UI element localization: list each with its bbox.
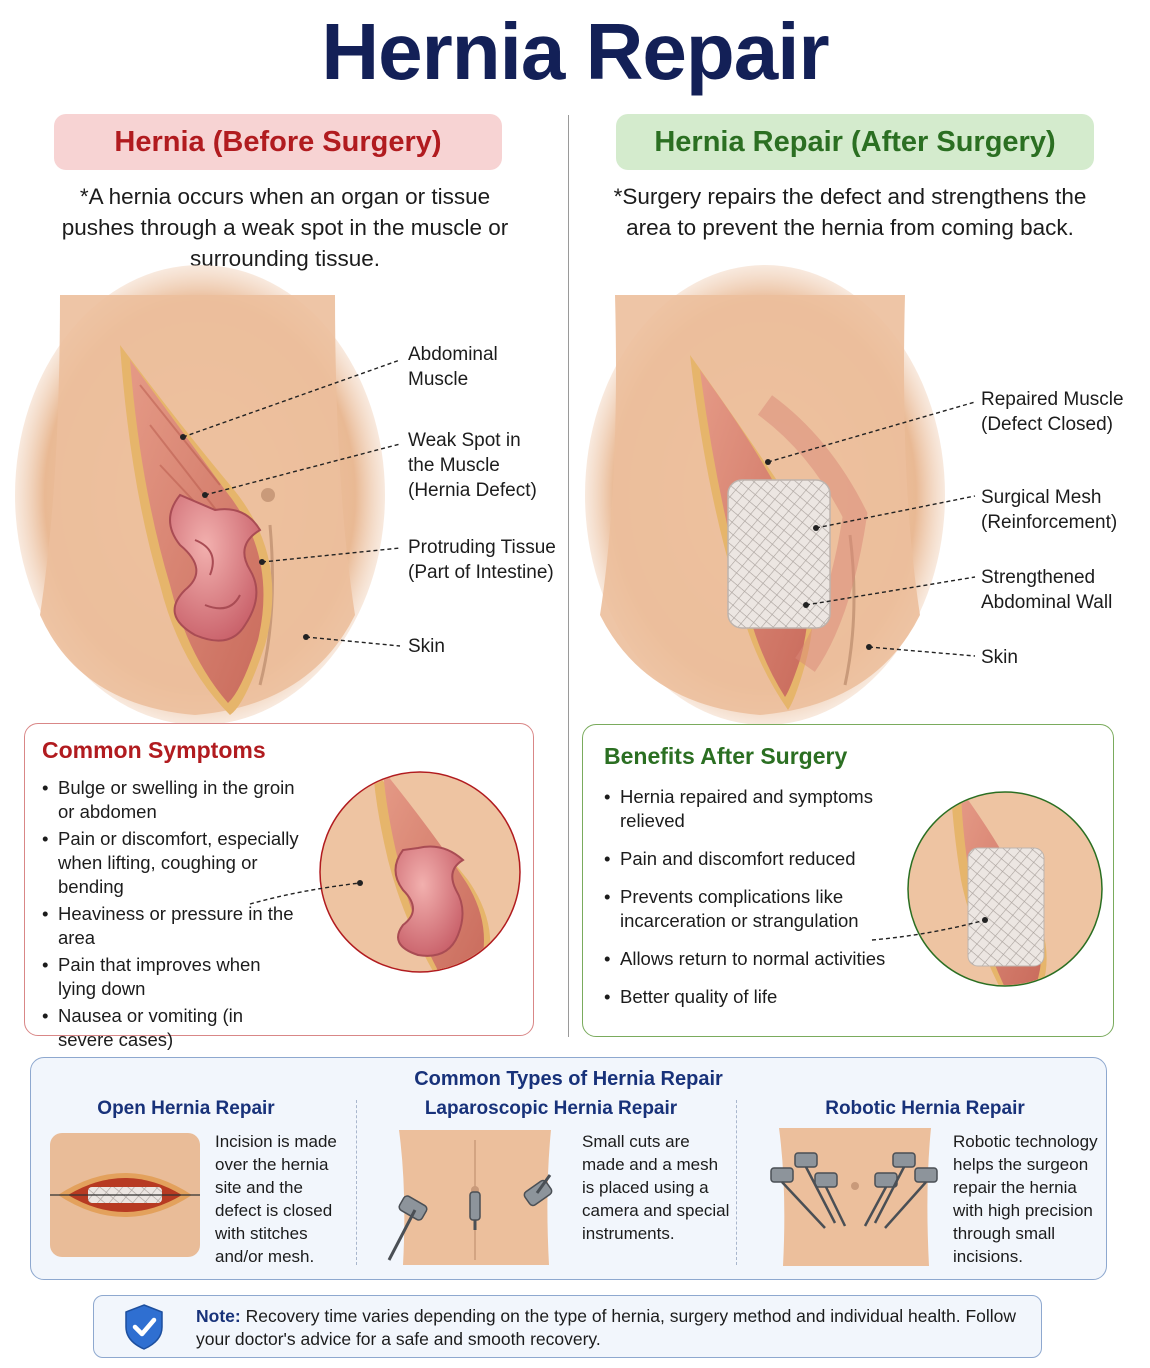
note-text: Note: Recovery time varies depending on …	[196, 1305, 1026, 1351]
symptoms-closeup-image	[319, 771, 521, 973]
label-protruding-tissue: Protruding Tissue(Part of Intestine)	[408, 537, 556, 583]
benefits-list: Hernia repaired and symptoms relieved Pa…	[604, 785, 894, 1023]
list-item: Pain that improves when lying down	[42, 953, 302, 1001]
list-item: Pain and discomfort reduced	[604, 847, 894, 871]
label-skin-after: Skin	[981, 647, 1018, 668]
list-item: Prevents complications like incarceratio…	[604, 885, 894, 933]
type-divider	[356, 1100, 357, 1265]
column-divider	[568, 115, 569, 1037]
type-desc-open: Incision is made over the hernia site an…	[215, 1132, 337, 1266]
after-heading: Hernia Repair (After Surgery)	[616, 114, 1094, 170]
type-name-open: Open Hernia Repair	[97, 1098, 275, 1119]
page-title: Hernia Repair	[321, 7, 829, 96]
type-desc-laparoscopic: Small cuts are made and a mesh is placed…	[582, 1132, 730, 1243]
list-item: Allows return to normal activities	[604, 947, 894, 971]
laparoscopic-repair-image	[387, 1130, 553, 1265]
type-name-robotic: Robotic Hernia Repair	[825, 1098, 1025, 1119]
repair-types-title: Common Types of Hernia Repair	[414, 1068, 723, 1090]
symptoms-title: Common Symptoms	[42, 737, 266, 763]
list-item: Hernia repaired and symptoms relieved	[604, 785, 894, 833]
before-description: *A hernia occurs when an organ or tissue…	[61, 184, 509, 271]
benefits-title: Benefits After Surgery	[604, 743, 848, 769]
hernia-before-illustration	[15, 265, 385, 725]
hernia-after-illustration	[585, 265, 945, 725]
shield-check-icon	[125, 1304, 163, 1350]
list-item: Pain or discomfort, especially when lift…	[42, 827, 302, 899]
robotic-repair-image	[770, 1128, 938, 1266]
label-skin-before: Skin	[408, 636, 445, 657]
intestine-shape	[169, 493, 262, 642]
benefits-closeup-image	[907, 791, 1103, 987]
note-body: Recovery time varies depending on the ty…	[196, 1306, 1017, 1349]
symptoms-list: Bulge or swelling in the groin or abdome…	[42, 776, 302, 1055]
note-label: Note:	[196, 1306, 241, 1326]
list-item: Nausea or vomiting (in severe cases)	[42, 1004, 302, 1052]
type-desc-robotic: Robotic technology helps the surgeon rep…	[953, 1132, 1098, 1266]
mesh-shape	[727, 479, 831, 629]
list-item: Heaviness or pressure in the area	[42, 902, 302, 950]
open-repair-image	[50, 1133, 200, 1257]
before-heading: Hernia (Before Surgery)	[54, 114, 502, 170]
note-panel	[93, 1295, 1042, 1358]
label-repaired-muscle: Repaired Muscle(Defect Closed)	[981, 389, 1124, 435]
type-divider	[736, 1100, 737, 1265]
after-description: *Surgery repairs the defect and strength…	[613, 184, 1087, 240]
list-item: Better quality of life	[604, 985, 894, 1009]
list-item: Bulge or swelling in the groin or abdome…	[42, 776, 302, 824]
type-name-laparoscopic: Laparoscopic Hernia Repair	[424, 1098, 678, 1119]
label-surgical-mesh: Surgical Mesh(Reinforcement)	[981, 487, 1118, 533]
